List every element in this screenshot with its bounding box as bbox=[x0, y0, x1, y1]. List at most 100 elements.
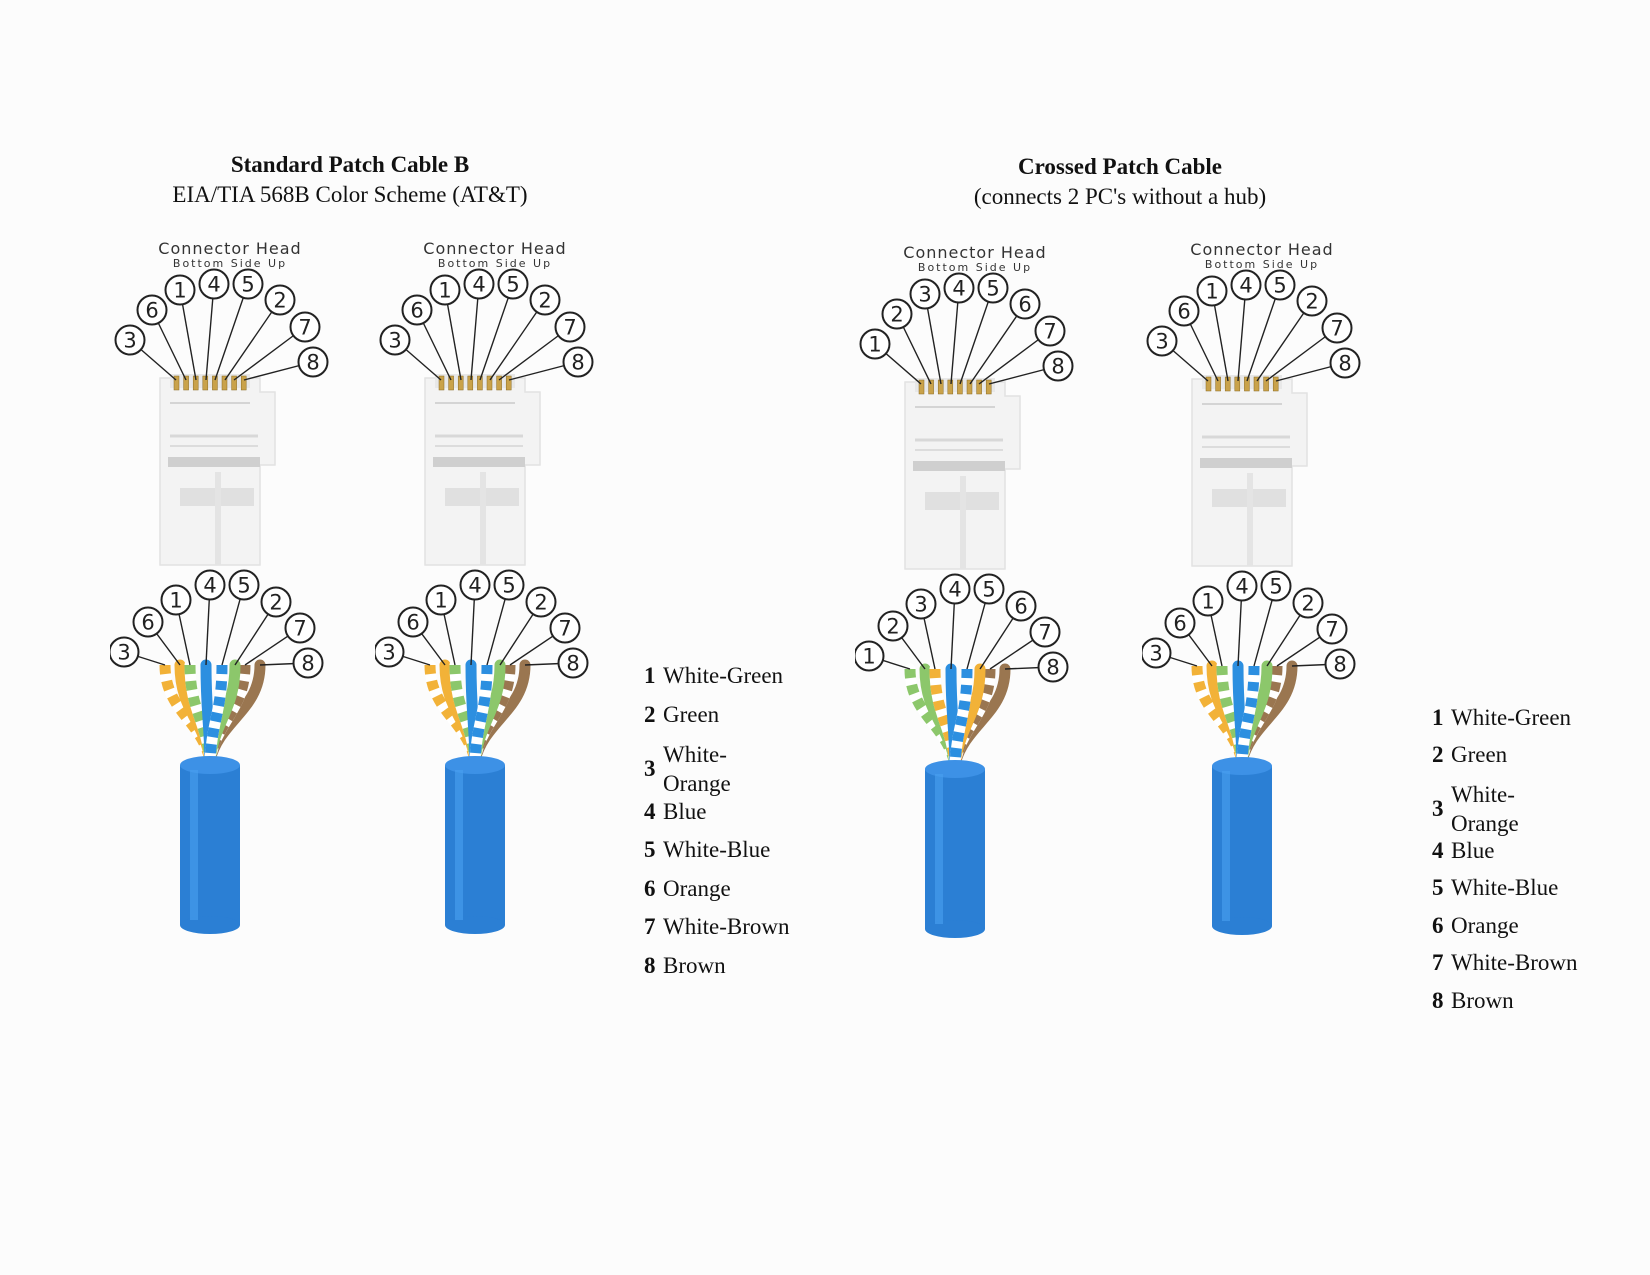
svg-text:4: 4 bbox=[1239, 274, 1252, 298]
pin-label-top-4: 4 bbox=[198, 268, 230, 300]
pin-label-bottom-8: 8 bbox=[1324, 648, 1356, 680]
connector-head-subtitle: Bottom Side Up bbox=[917, 261, 1033, 274]
legend-wire-color: Green bbox=[663, 702, 720, 727]
svg-text:5: 5 bbox=[506, 273, 519, 297]
pin-label-top-5: 5 bbox=[497, 268, 529, 300]
svg-text:6: 6 bbox=[141, 611, 154, 635]
pin-label-bottom-7: 7 bbox=[549, 612, 581, 644]
pin-label-bottom-3: 3 bbox=[1142, 637, 1172, 669]
legend-wire-color: Green bbox=[1451, 742, 1508, 767]
legend-wire-color: White-Blue bbox=[663, 837, 771, 862]
wire-fan bbox=[424, 659, 531, 766]
pin-label-bottom-1: 1 bbox=[425, 584, 457, 616]
pin-label-bottom-4: 4 bbox=[194, 569, 226, 601]
legend-pin-number: 2 bbox=[1432, 742, 1444, 767]
legend-wire-color: White-Green bbox=[663, 663, 784, 688]
pin-label-top-8: 8 bbox=[1329, 347, 1361, 379]
pin-label-bottom-5: 5 bbox=[228, 569, 260, 601]
legend-pin-number: 3 bbox=[644, 756, 656, 781]
svg-text:8: 8 bbox=[1051, 355, 1064, 379]
pin-label-top-4: 4 bbox=[1230, 269, 1262, 301]
pin-label-bottom-6: 6 bbox=[132, 606, 164, 638]
pin-label-top-6: 6 bbox=[401, 294, 433, 326]
svg-text:5: 5 bbox=[986, 277, 999, 301]
svg-text:7: 7 bbox=[1038, 621, 1051, 645]
pin-label-bottom-5: 5 bbox=[1260, 570, 1292, 602]
crossed-title-block: Crossed Patch Cable (connects 2 PC's wit… bbox=[870, 152, 1370, 212]
pin-label-bottom-3: 3 bbox=[375, 636, 405, 668]
legend-pin-number: 4 bbox=[1432, 838, 1444, 863]
pin-label-bottom-6: 6 bbox=[397, 606, 429, 638]
legend-wire-color: Orange bbox=[1451, 913, 1519, 938]
pin-label-bottom-4: 4 bbox=[939, 573, 971, 605]
legend-pin-number: 8 bbox=[644, 953, 656, 978]
pin-label-bottom-5: 5 bbox=[493, 569, 525, 601]
pin-label-top-4: 4 bbox=[943, 272, 975, 304]
legend-pin-number: 5 bbox=[1432, 875, 1444, 900]
legend-wire-color: White-Brown bbox=[663, 914, 790, 939]
svg-text:7: 7 bbox=[293, 617, 306, 641]
pin-label-top-4: 4 bbox=[463, 268, 495, 300]
legend-row: 4 Blue bbox=[644, 799, 706, 825]
connector-head-subtitle: Bottom Side Up bbox=[1204, 258, 1320, 271]
svg-text:6: 6 bbox=[1018, 293, 1031, 317]
pin-label-bottom-1: 1 bbox=[160, 584, 192, 616]
svg-text:7: 7 bbox=[563, 316, 576, 340]
svg-text:4: 4 bbox=[468, 574, 481, 598]
wire-fan bbox=[904, 663, 1011, 770]
svg-text:5: 5 bbox=[1273, 274, 1286, 298]
pin-label-top-7: 7 bbox=[289, 311, 321, 343]
svg-text:1: 1 bbox=[169, 589, 182, 613]
pin-label-bottom-7: 7 bbox=[284, 612, 316, 644]
svg-text:8: 8 bbox=[301, 652, 314, 676]
pin-label-bottom-2: 2 bbox=[877, 610, 909, 642]
connector-head-title: Connector Head bbox=[423, 239, 567, 258]
pin-label-bottom-4: 4 bbox=[459, 569, 491, 601]
legend-wire-color: Blue bbox=[663, 799, 707, 824]
cable-jacket bbox=[1212, 757, 1272, 935]
legend-wire-color: Brown bbox=[1451, 988, 1514, 1013]
svg-text:4: 4 bbox=[952, 277, 965, 301]
connector-head-subtitle: Bottom Side Up bbox=[437, 257, 553, 270]
pin-label-bottom-5: 5 bbox=[973, 573, 1005, 605]
svg-text:1: 1 bbox=[868, 333, 881, 357]
svg-text:1: 1 bbox=[862, 645, 875, 669]
pin-label-top-1: 1 bbox=[1196, 275, 1228, 307]
legend-pin-number: 4 bbox=[644, 799, 656, 824]
cable-jacket bbox=[180, 756, 240, 934]
svg-text:2: 2 bbox=[886, 615, 899, 639]
pin-label-top-8: 8 bbox=[1042, 350, 1074, 382]
svg-text:2: 2 bbox=[1301, 592, 1314, 616]
svg-text:2: 2 bbox=[269, 591, 282, 615]
legend-row: 2 Green bbox=[1432, 742, 1507, 768]
wire-fan bbox=[1191, 660, 1298, 767]
pin-label-top-6: 6 bbox=[1009, 288, 1041, 320]
pin-label-top-8: 8 bbox=[562, 346, 594, 378]
pin-label-bottom-2: 2 bbox=[525, 586, 557, 618]
pin-label-top-7: 7 bbox=[1321, 312, 1353, 344]
svg-text:3: 3 bbox=[382, 641, 395, 665]
svg-text:8: 8 bbox=[1333, 653, 1346, 677]
pin-label-bottom-7: 7 bbox=[1029, 616, 1061, 648]
pin-label-top-3: 3 bbox=[909, 278, 941, 310]
svg-text:4: 4 bbox=[203, 574, 216, 598]
standard-title: Standard Patch Cable B bbox=[230, 152, 470, 177]
legend-wire-color: White-Green bbox=[1451, 705, 1572, 730]
svg-text:4: 4 bbox=[948, 578, 961, 602]
pin-label-top-6: 6 bbox=[1168, 295, 1200, 327]
pin-label-top-3: 3 bbox=[1146, 325, 1178, 357]
crossed-subtitle: (connects 2 PC's without a hub) bbox=[973, 184, 1267, 209]
svg-text:4: 4 bbox=[472, 273, 485, 297]
pin-label-top-2: 2 bbox=[881, 298, 913, 330]
rj45-plug bbox=[904, 378, 1021, 570]
pin-label-top-1: 1 bbox=[429, 274, 461, 306]
legend-pin-number: 8 bbox=[1432, 988, 1444, 1013]
